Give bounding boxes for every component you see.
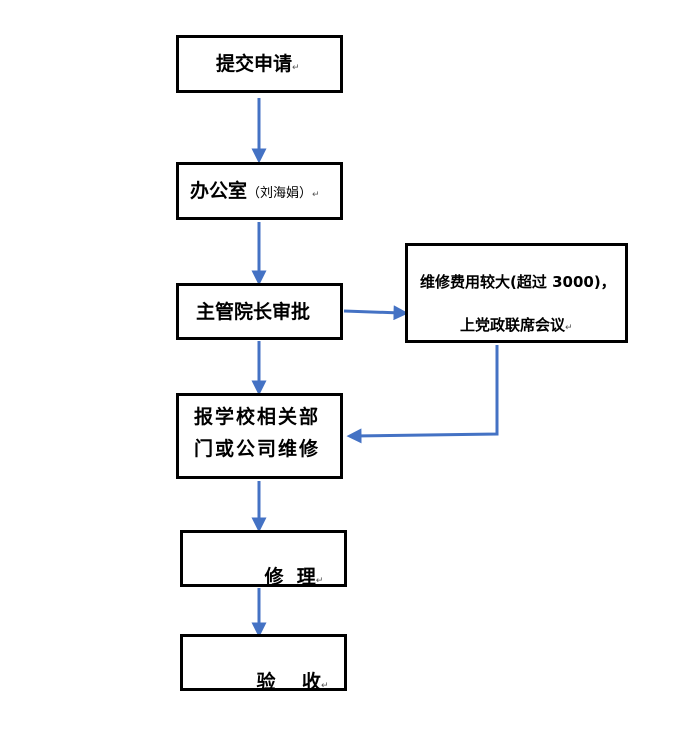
accept-text: 验 收 (256, 671, 321, 693)
cost-text-line2: 上党政联席会议 (460, 316, 566, 334)
office-label: 办公室（刘海娟）↵ (190, 182, 320, 201)
cost-label-line2: 上党政联席会议↵ (460, 318, 573, 333)
submit-text: 提交申请 (216, 53, 293, 75)
repair-box (180, 530, 347, 587)
report-text-line2: 门或公司维修 (194, 438, 321, 460)
director-label: 主管院长审批 (196, 303, 310, 322)
repair-text: 修 理 (264, 566, 316, 588)
report-box (176, 393, 343, 479)
paragraph-mark: ↵ (312, 190, 320, 200)
arrow-director-to-cost (343, 305, 409, 321)
cost-label-line1: 维修费用较大(超过 3000)， (420, 275, 616, 290)
submit-box (176, 35, 343, 93)
director-text: 主管院长审批 (196, 301, 311, 323)
accept-label: 验 收↵ (230, 654, 328, 711)
paragraph-mark: ↵ (315, 576, 324, 586)
office-text: 办公室 (190, 180, 248, 202)
arrow-cost-to-report (346, 345, 499, 444)
cost-box (405, 243, 628, 343)
submit-label: 提交申请↵ (216, 55, 300, 74)
report-label-line2: 门或公司维修 (194, 440, 320, 459)
paragraph-mark: ↵ (320, 681, 329, 691)
paragraph-mark: ↵ (565, 323, 573, 333)
repair-label: 修 理↵ (238, 549, 323, 606)
paragraph-mark: ↵ (292, 63, 300, 73)
office-paren-text: （刘海娟） (247, 186, 313, 201)
report-text-line1: 报学校相关部 (194, 406, 321, 428)
report-label-line1: 报学校相关部 (194, 408, 320, 427)
director-box (176, 283, 343, 340)
cost-text-line1: 维修费用较大(超过 3000)， (420, 273, 616, 291)
accept-box (180, 634, 347, 691)
office-box (176, 162, 343, 220)
